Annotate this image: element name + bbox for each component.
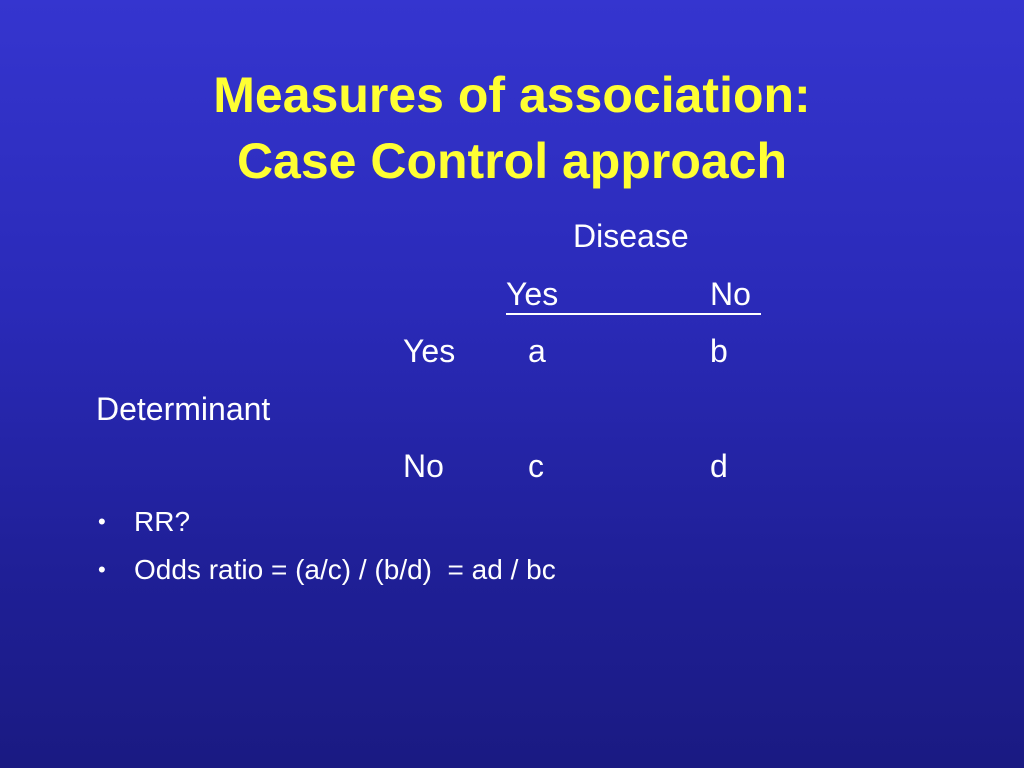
- column-header-underline: [506, 313, 761, 315]
- cell-d: d: [710, 448, 728, 484]
- bullet-text: Odds ratio = (a/c) / (b/d) = ad / bc: [134, 554, 556, 585]
- cell-c: c: [528, 448, 544, 484]
- title-line-2: Case Control approach: [236, 133, 788, 189]
- bullet-text: RR?: [134, 506, 191, 537]
- slide-title: Measures of association: Case Control ap…: [0, 62, 1024, 194]
- row-header-yes: Yes: [403, 333, 456, 369]
- bullet-item-rr: • RR?: [96, 498, 556, 546]
- title-line-1: Measures of association:: [213, 67, 811, 123]
- row-label-determinant: Determinant: [96, 391, 271, 427]
- bullet-icon: •: [98, 509, 106, 534]
- bullet-item-odds-ratio: • Odds ratio = (a/c) / (b/d) = ad / bc: [96, 546, 556, 594]
- column-header-no: No: [710, 276, 751, 312]
- column-header-yes: Yes: [506, 276, 559, 312]
- bullet-list: • RR? • Odds ratio = (a/c) / (b/d) = ad …: [96, 498, 556, 594]
- cell-a: a: [528, 333, 546, 369]
- disease-header: Disease: [573, 218, 689, 254]
- row-header-no: No: [403, 448, 444, 484]
- bullet-icon: •: [98, 557, 106, 582]
- cell-b: b: [710, 333, 728, 369]
